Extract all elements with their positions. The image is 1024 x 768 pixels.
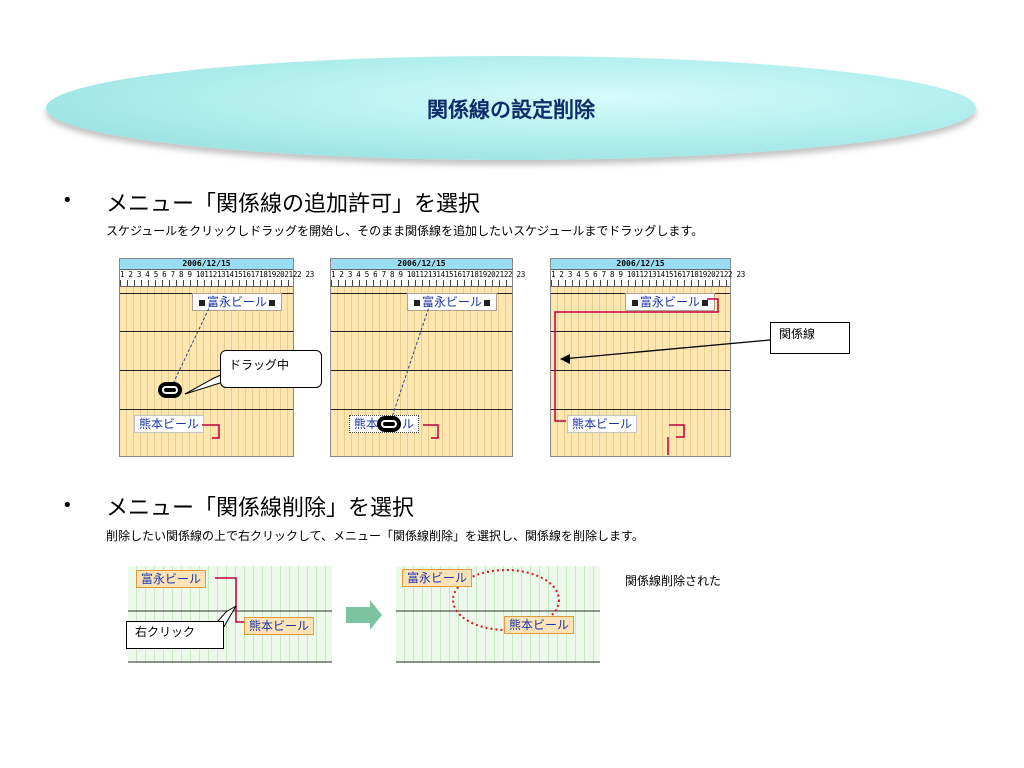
relation-stub: [202, 424, 220, 439]
schedule-bar-kumamoto[interactable]: 熊本ビール: [504, 616, 575, 634]
gantt-date-header: 2006/12/15: [551, 259, 730, 270]
relation-stub: [669, 424, 685, 438]
schedule-label: 熊本ビール: [572, 417, 633, 431]
resize-handle[interactable]: [632, 299, 638, 306]
gantt-date-header: 2006/12/15: [120, 259, 293, 270]
gantt-row-divider: [551, 331, 730, 332]
arrow-head: [560, 354, 570, 364]
gantt-row-divider: [551, 409, 730, 410]
relation-line: [215, 577, 244, 623]
section1-heading: メニュー「関係線の追加許可」を選択: [106, 192, 481, 217]
schedule-bar-kumamoto[interactable]: 熊本ビール: [567, 415, 638, 433]
gantt-row-divider: [120, 370, 293, 371]
gantt-hour-header: 1 2 3 4 5 6 7 8 9 1011213141516171819202…: [331, 270, 525, 280]
schedule-bar-fujinaga[interactable]: 富永ビール: [136, 570, 207, 588]
resize-handle[interactable]: [702, 299, 709, 306]
next-step-arrow: [346, 600, 382, 630]
relation-line-callout: 関係線: [770, 322, 850, 354]
gantt-row-divider: [331, 331, 512, 332]
right-click-callout: 右クリック: [126, 621, 224, 649]
gantt-date-header: 2006/12/15: [331, 259, 512, 270]
schedule-bar-kumamoto[interactable]: 熊本ビール: [134, 415, 205, 433]
gantt-tick-ruler: [120, 280, 293, 287]
gantt-tick-ruler: [551, 280, 730, 287]
title-banner: 関係線の設定削除: [46, 56, 976, 160]
gantt-row-divider: [331, 409, 512, 410]
schedule-label: 富永ビール: [207, 295, 268, 309]
gantt-row-divider: [551, 370, 730, 371]
gantt-tick-ruler: [331, 280, 512, 287]
resize-handle[interactable]: [199, 299, 205, 306]
section2-heading: メニュー「関係線削除」を選択: [106, 496, 415, 521]
bullet-marker-2: •: [62, 495, 73, 516]
schedule-bar-fujinaga[interactable]: 富永ビール: [192, 293, 283, 311]
schedule-bar-kumamoto[interactable]: 熊本ビール: [244, 617, 315, 635]
gantt-row-divider: [331, 370, 512, 371]
schedule-bar-fujinaga[interactable]: 富永ビール: [402, 569, 473, 587]
resize-handle[interactable]: [269, 299, 276, 306]
gantt-hour-header: 1 2 3 4 5 6 7 8 9 1011213141516171819202…: [551, 270, 745, 280]
schedule-label: 富永ビール: [422, 295, 483, 309]
schedule-bar-fujinaga[interactable]: 富永ビール: [625, 293, 716, 311]
schedule-label: 熊本ビール: [139, 417, 200, 431]
bullet-marker-1: •: [62, 190, 73, 211]
relation-line: [554, 298, 719, 422]
page-title: 関係線の設定削除: [427, 98, 595, 122]
gantt-hour-header: 1 2 3 4 5 6 7 8 9 1011213141516171819202…: [120, 270, 314, 280]
resize-handle[interactable]: [484, 299, 491, 306]
section1-description: スケジュールをクリックしドラッグを開始し、そのまま関係線を追加したいスケジュール…: [106, 224, 704, 238]
callout-text: 関係線: [779, 327, 816, 341]
annotation-arrow: [561, 339, 771, 360]
schedule-label: 富永ビール: [640, 295, 701, 309]
link-cursor-icon: [158, 382, 182, 398]
callout-text: ドラッグ中: [229, 358, 290, 372]
gantt-chart-linked[interactable]: 2006/12/15 1 2 3 4 5 6 7 8 9 10112131415…: [550, 258, 745, 457]
drag-guide-line: [169, 303, 212, 391]
result-label: 関係線削除された: [625, 574, 722, 588]
callout-text: 右クリック: [135, 625, 196, 639]
dragging-callout: ドラッグ中: [220, 350, 322, 388]
resize-handle[interactable]: [414, 299, 420, 306]
gantt-row-divider: [120, 331, 293, 332]
drag-guide-line: [389, 303, 431, 424]
section2-description: 削除したい関係線の上で右クリックして、メニュー「関係線削除」を選択し、関係線を削…: [106, 529, 644, 543]
gantt-row-divider: [120, 409, 293, 410]
link-cursor-icon: [377, 416, 401, 432]
relation-stub: [423, 424, 439, 439]
